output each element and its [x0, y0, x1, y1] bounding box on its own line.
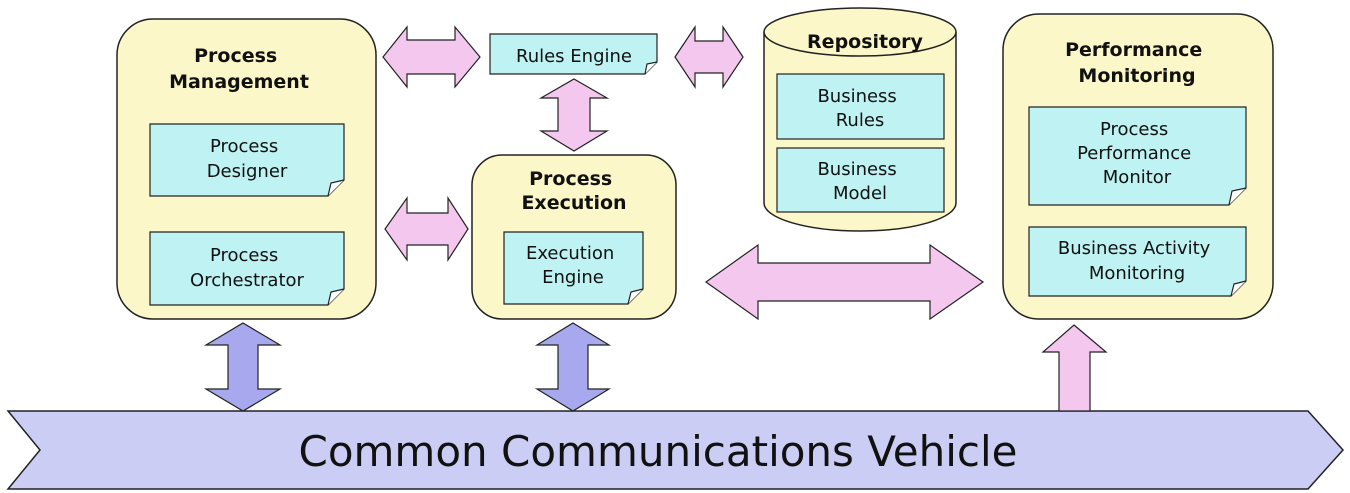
business-rules-box: Business Rules — [776, 73, 945, 140]
communications-vehicle-label: Common Communications Vehicle — [299, 427, 1018, 476]
svg-text:Process Performance: Process Performance Monitor — [1077, 119, 1197, 188]
communications-vehicle-banner — [6, 410, 1345, 490]
process-management-title: Process Management — [169, 45, 309, 93]
svg-text:Process Orchestrator: Process Orchestrator — [190, 245, 304, 291]
execution-engine-note: Execution Engine — [503, 231, 644, 305]
process-orchestrator-note: Process Orchestrator — [149, 231, 345, 306]
double-arrow-rules-execution — [538, 78, 610, 152]
repository-title: Repository — [807, 31, 923, 53]
svg-text:Rules Engine: Rules Engine — [516, 46, 632, 67]
svg-text:Business Rules: Business Rules — [817, 86, 902, 131]
svg-text:Business Activity Monito: Business Activity Monitoring — [1058, 238, 1216, 284]
process-performance-monitor-note: Process Performance Monitor — [1028, 106, 1247, 206]
double-arrow-management-banner — [203, 322, 283, 412]
business-model-box: Business Model — [776, 147, 945, 213]
svg-text:Execution Engine: Execution Engine — [526, 243, 620, 288]
double-arrow-execution-monitoring — [704, 243, 985, 321]
double-arrow-rules-repository — [674, 25, 744, 89]
double-arrow-execution-banner — [534, 322, 612, 412]
process-designer-note: Process Designer — [149, 123, 345, 197]
double-arrow-management-execution — [384, 195, 469, 263]
process-execution-title: Process Execution — [521, 168, 626, 214]
business-activity-monitoring-note: Business Activity Monitoring — [1028, 226, 1247, 297]
svg-text:Business Model: Business Model — [817, 159, 902, 204]
rules-engine-note: Rules Engine — [489, 33, 658, 75]
performance-monitoring-title: Performance Monitoring — [1065, 39, 1209, 87]
double-arrow-management-rules — [382, 25, 481, 89]
svg-text:Process Designer: Process Designer — [207, 136, 288, 182]
up-arrow-banner-monitoring — [1041, 324, 1108, 412]
